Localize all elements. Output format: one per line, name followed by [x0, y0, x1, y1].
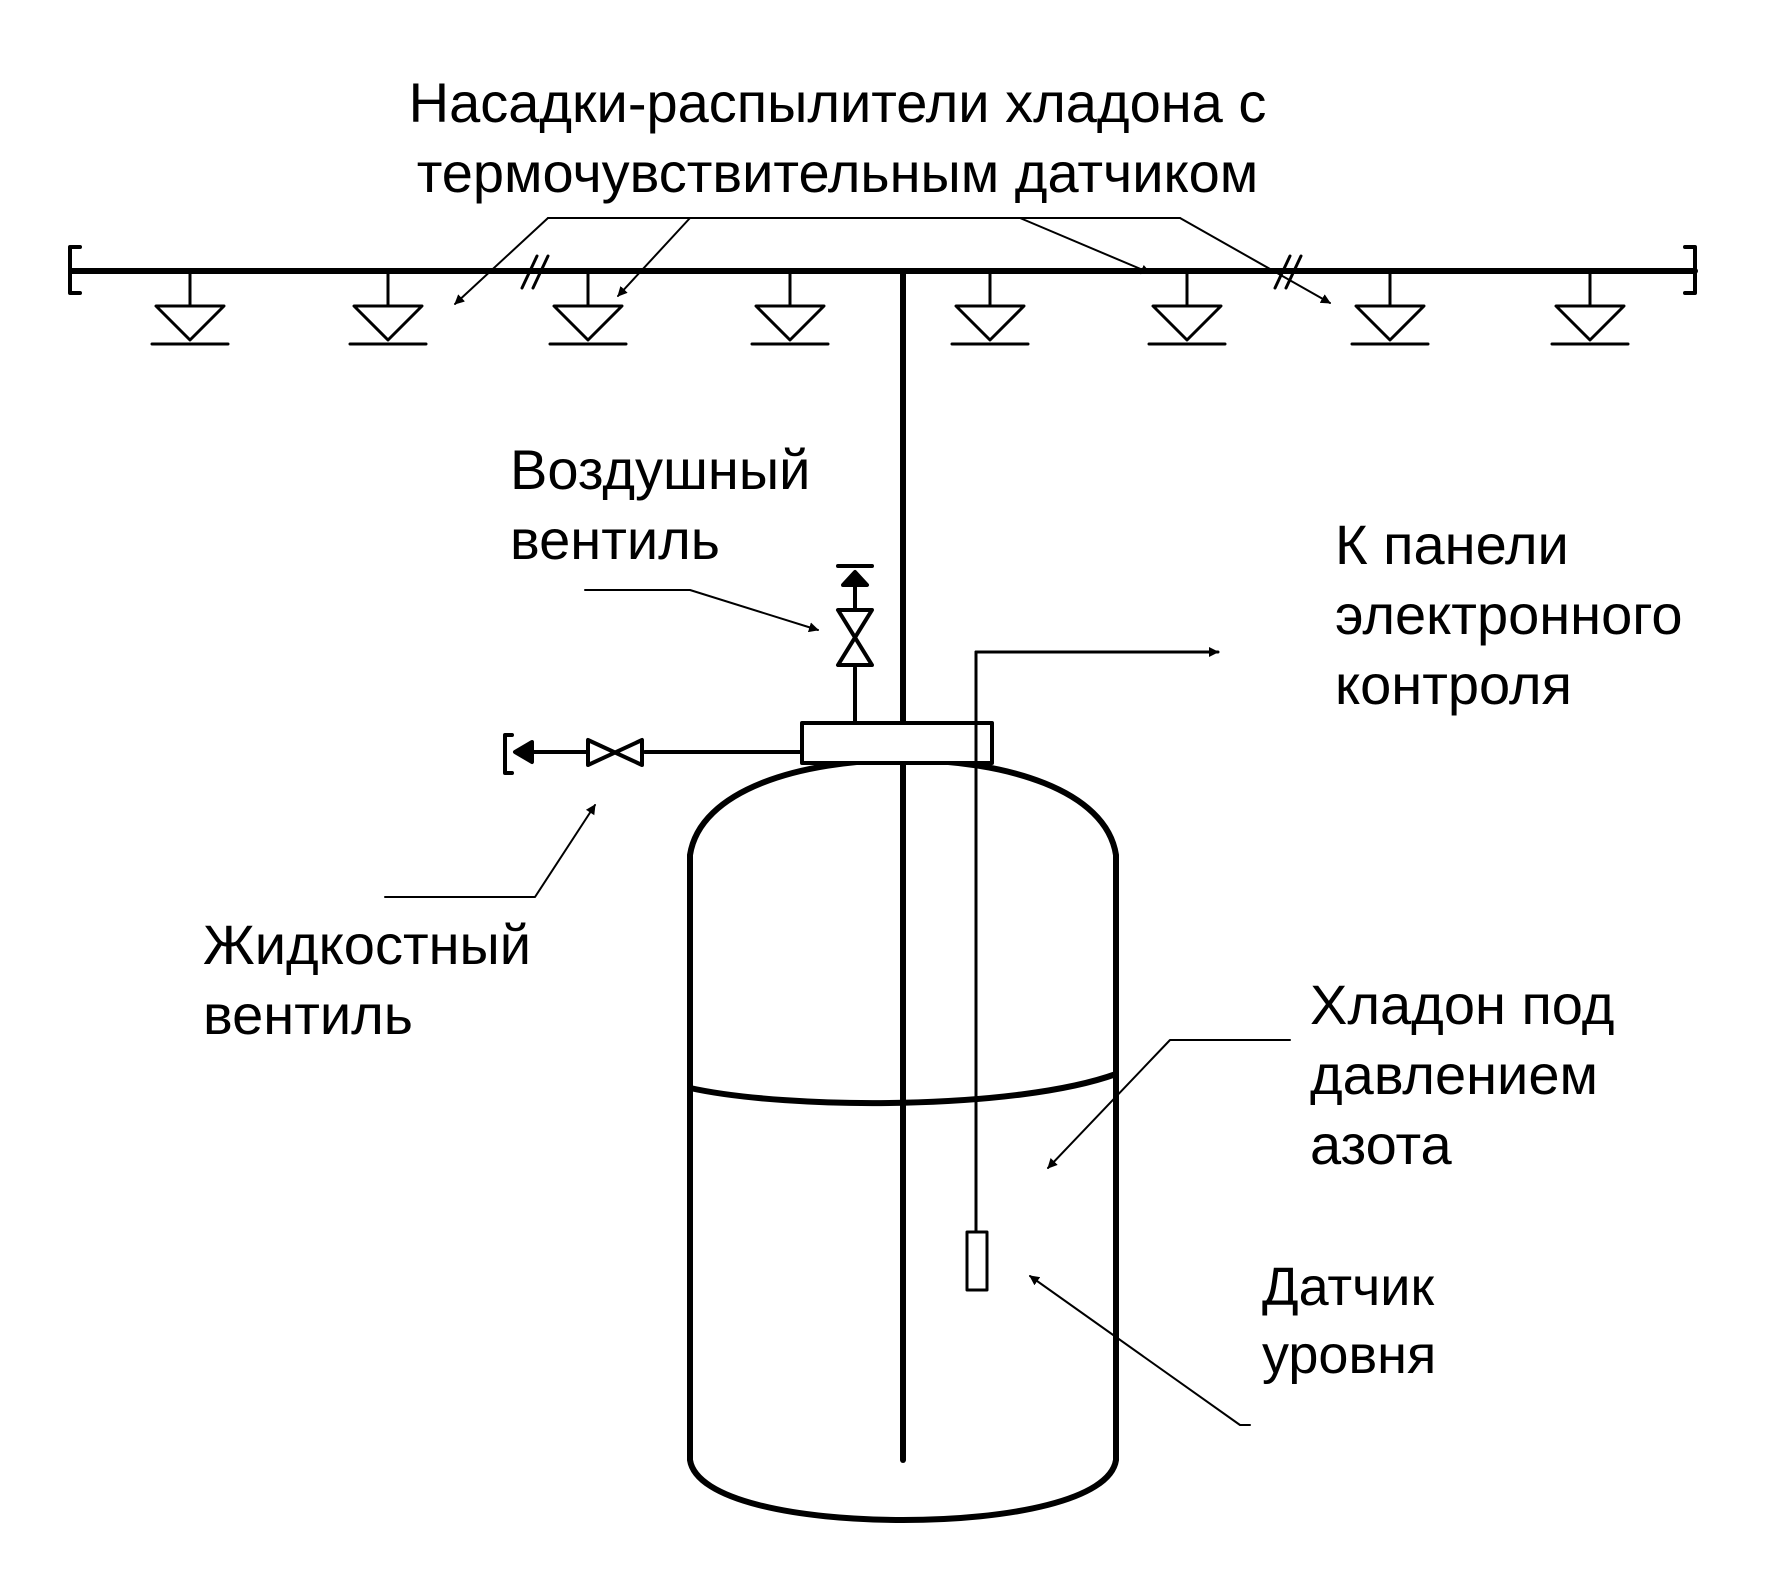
nozzle: [348, 269, 428, 346]
liquid-valve-leader: [384, 804, 596, 898]
halon-label: Хладон под давлением азота: [1310, 970, 1614, 1180]
halon-label-line-2: давлением: [1310, 1043, 1598, 1106]
air-valve: [836, 564, 874, 725]
level-sensor-label-line-2: уровня: [1262, 1325, 1437, 1385]
liquid-valve-label: Жидкостный вентиль: [203, 910, 531, 1050]
air-valve-leader: [584, 589, 819, 633]
level-sensor-leader: [1029, 1275, 1251, 1426]
level-sensor-label-line-1: Датчик: [1262, 1257, 1435, 1317]
air-valve-label-line-2: вентиль: [510, 508, 720, 571]
valve-block: [800, 721, 994, 765]
nozzle: [1350, 269, 1430, 346]
air-valve-label: Воздушный вентиль: [510, 435, 810, 575]
liquid-valve: [503, 733, 804, 775]
control-panel-label-line-2: электронного: [1335, 583, 1683, 646]
level-sensor-label: Датчик уровня: [1262, 1253, 1436, 1389]
halon-label-line-1: Хладон под: [1310, 973, 1615, 1036]
nozzles-label-line-1: Насадки-распылители хладона с: [408, 71, 1267, 134]
nozzles-label: Насадки-распылители хладона с термочувст…: [0, 68, 1785, 208]
liquid-level: [687, 1071, 1119, 1107]
nozzle: [1550, 269, 1630, 346]
level-sensor-wire: [974, 647, 1220, 1234]
nozzle: [548, 269, 628, 346]
distribution-pipe: [68, 245, 1698, 295]
control-panel-label-line-3: контроля: [1335, 653, 1572, 716]
nozzle: [750, 269, 830, 346]
nozzle-row: [150, 269, 1630, 346]
liquid-valve-label-line-1: Жидкостный: [203, 913, 532, 976]
tank: [687, 757, 1119, 1523]
halon-leader: [1047, 1039, 1291, 1169]
nozzle: [950, 269, 1030, 346]
level-sensor: [965, 1230, 989, 1292]
nozzle-leader-lines: [454, 217, 1331, 305]
halon-label-line-3: азота: [1310, 1113, 1452, 1176]
liquid-valve-label-line-2: вентиль: [203, 983, 413, 1046]
nozzle: [150, 269, 230, 346]
air-valve-label-line-1: Воздушный: [510, 438, 811, 501]
nozzles-label-line-2: термочувствительным датчиком: [416, 141, 1259, 204]
control-panel-label-line-1: К панели: [1335, 513, 1569, 576]
control-panel-label: К панели электронного контроля: [1335, 510, 1683, 720]
nozzle: [1147, 269, 1227, 346]
